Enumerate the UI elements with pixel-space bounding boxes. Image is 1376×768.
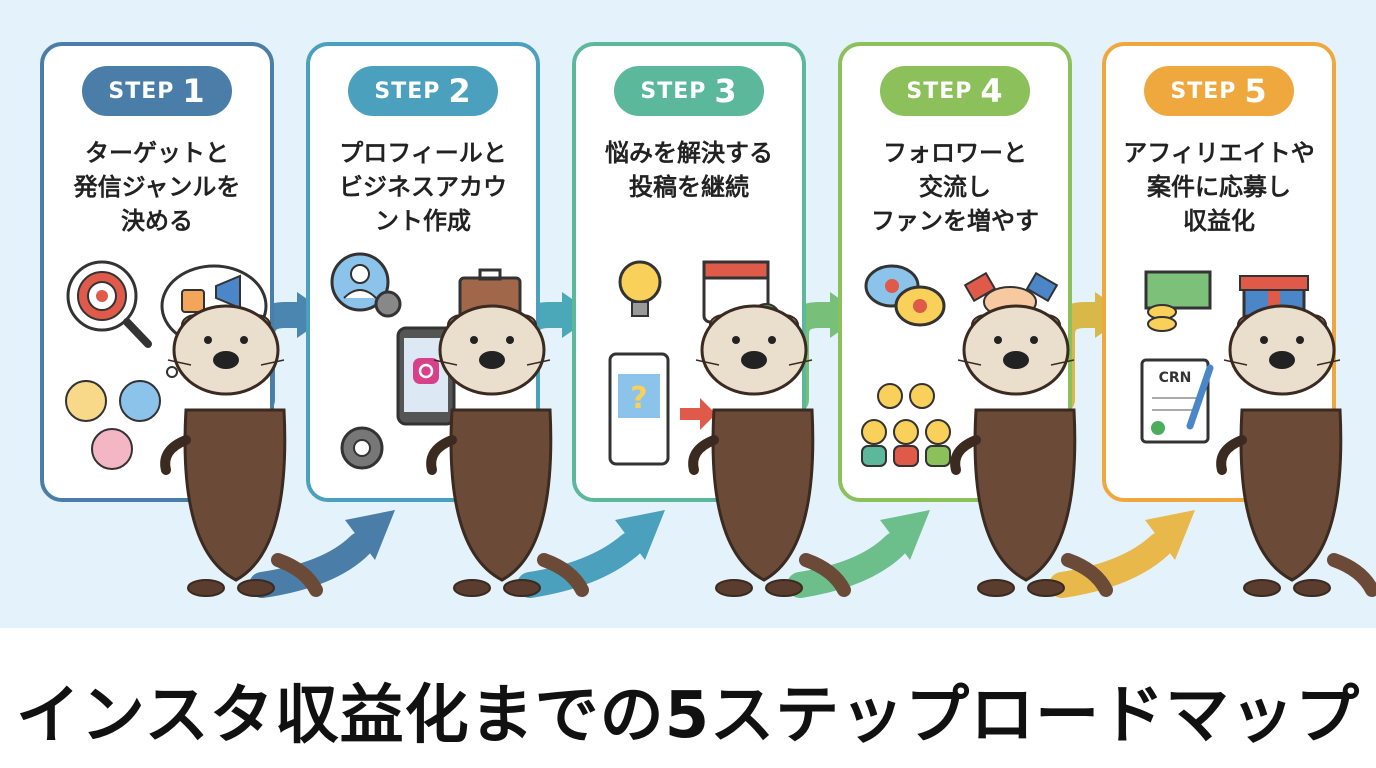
step-title-line: 発信ジャンルを xyxy=(73,173,241,201)
step-badge-label: STEP xyxy=(640,78,707,104)
step-title-line: ビジネスアカウ xyxy=(339,173,507,201)
step-card-5: STEP 5 アフィリエイトや 案件に応募し 収益化 CRN xyxy=(1102,42,1336,502)
step-title-1: ターゲットと 発信ジャンルを 決める xyxy=(50,136,264,238)
step-title-line: ファンを増やす xyxy=(871,207,1039,235)
roadmap-stage: STEP 1 ターゲットと 発信ジャンルを 決める xyxy=(0,0,1376,628)
contract-label: CRN xyxy=(1159,370,1192,386)
gear-icon xyxy=(340,426,384,470)
step-title-line: 案件に応募し xyxy=(1147,173,1291,201)
contract-pen-icon: CRN xyxy=(1140,358,1214,444)
step-title-4: フォロワーと 交流し ファンを増やす xyxy=(848,136,1062,238)
step-badge-4: STEP 4 xyxy=(880,66,1030,116)
otter-mascot-3 xyxy=(693,306,844,596)
footer-banner: インスタ収益化までの5ステップロードマップ xyxy=(0,628,1376,768)
step-badge-number: 3 xyxy=(714,72,738,110)
flow-arrow-4 xyxy=(1049,532,1173,598)
step-title-5: アフィリエイトや 案件に応募し 収益化 xyxy=(1112,136,1326,238)
step-badge-5: STEP 5 xyxy=(1144,66,1294,116)
otter-mascot-4 xyxy=(955,306,1106,596)
step-badge-3: STEP 3 xyxy=(614,66,764,116)
money-coins-icon xyxy=(1144,270,1212,332)
step-1-icons xyxy=(65,260,268,470)
step-title-line: ターゲットと xyxy=(85,139,229,167)
airplane-icon xyxy=(119,380,161,422)
step-title-line: アフィリエイトや xyxy=(1123,139,1315,167)
step-badge-number: 2 xyxy=(448,72,472,110)
flow-arrow-1 xyxy=(249,532,373,598)
target-magnifier-icon xyxy=(66,260,152,348)
step-badge-label: STEP xyxy=(906,78,973,104)
step-title-line: 収益化 xyxy=(1183,207,1255,235)
otter-mascot-1 xyxy=(165,306,316,596)
otter-layer xyxy=(0,0,1376,628)
step-5-icons: CRN xyxy=(1140,270,1309,444)
step-title-line: 悩みを解決する xyxy=(605,139,773,167)
otter-mascot-2 xyxy=(431,306,582,596)
svg-text:?: ? xyxy=(630,381,647,416)
otter-mascot-5 xyxy=(1221,306,1372,596)
step-title-2: プロフィールと ビジネスアカウ ント作成 xyxy=(316,136,530,238)
step-badge-1: STEP 1 xyxy=(82,66,232,116)
people-group-icon xyxy=(861,383,951,467)
arrow-right-icon xyxy=(680,398,716,430)
step-card-3: STEP 3 悩みを解決する 投稿を継続 ? xyxy=(572,42,806,502)
step-title-line: 決める xyxy=(121,207,193,235)
step-card-4: STEP 4 フォロワーと 交流し ファンを増やす xyxy=(838,42,1072,502)
step-title-line: ント作成 xyxy=(375,207,471,235)
post-question-icon: ? xyxy=(608,352,670,466)
step-badge-number: 4 xyxy=(980,72,1004,110)
step-badge-label: STEP xyxy=(108,78,175,104)
step-badge-label: STEP xyxy=(1170,78,1237,104)
heart-chat-icon xyxy=(864,264,946,327)
step-badge-2: STEP 2 xyxy=(348,66,498,116)
step-title-line: 交流し xyxy=(919,173,991,201)
step-badge-label: STEP xyxy=(374,78,441,104)
shopping-bag-icon xyxy=(181,289,205,313)
profile-gear-icon xyxy=(330,252,402,318)
step-title-line: 投稿を継続 xyxy=(629,173,749,201)
step-title-line: フォロワーと xyxy=(883,139,1027,167)
step-badge-number: 1 xyxy=(182,72,206,110)
lightbulb-icon xyxy=(618,260,662,317)
flow-arrow-2 xyxy=(517,532,643,598)
food-icon xyxy=(65,380,107,422)
step-badge-number: 5 xyxy=(1244,72,1268,110)
dress-icon xyxy=(91,428,133,470)
step-title-line: プロフィールと xyxy=(339,139,507,167)
flow-arrow-3 xyxy=(787,532,908,598)
step-title-3: 悩みを解決する 投稿を継続 xyxy=(582,136,796,204)
roadmap-title: インスタ収益化までの5ステップロードマップ xyxy=(15,679,1361,753)
